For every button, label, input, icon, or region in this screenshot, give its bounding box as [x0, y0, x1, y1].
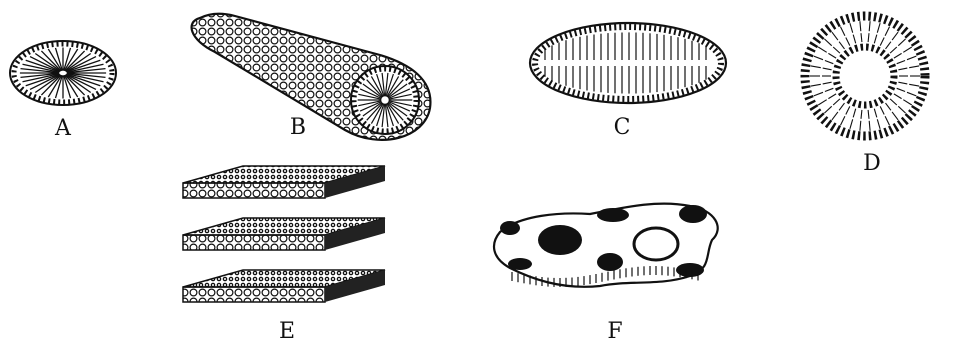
label-b: B [290, 115, 306, 140]
vesicle-d: D [805, 16, 925, 176]
label-f: F [607, 319, 622, 344]
label-c: C [614, 115, 631, 140]
micelle-b: B [192, 14, 431, 140]
micelle-a: A [10, 41, 116, 141]
label-d: D [863, 151, 881, 176]
label-e: E [279, 319, 295, 344]
label-a: A [54, 116, 72, 141]
lamella-3 [183, 270, 385, 302]
sponge-f: F [494, 204, 718, 344]
lamellar-e: E [183, 166, 385, 344]
micelle-c: C [530, 23, 726, 140]
lamella-2 [183, 218, 385, 250]
lamella-1 [183, 166, 385, 198]
